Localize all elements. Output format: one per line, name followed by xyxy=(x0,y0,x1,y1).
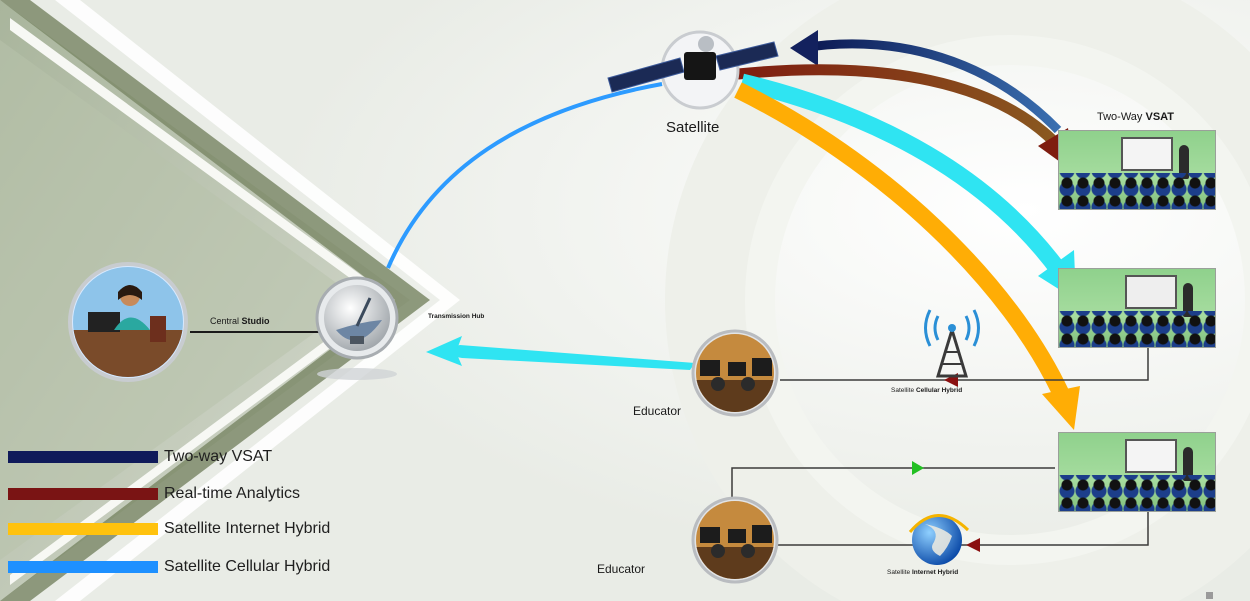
legend-label: Satellite Cellular Hybrid xyxy=(164,558,331,575)
transmission-hub-dish-icon xyxy=(315,276,399,380)
educator-1-label: Educator xyxy=(633,404,682,418)
cell-tower-icon xyxy=(924,309,980,378)
educator-2-label: Educator xyxy=(597,562,646,576)
legend-item-satellite-internet-hybrid: Satellite Internet Hybrid xyxy=(8,520,331,537)
bg-arc xyxy=(665,0,1250,601)
two-way-vsat-label: Two-Way VSAT xyxy=(1097,111,1174,123)
hub-to-satellite-arc xyxy=(386,82,663,269)
globe-icon xyxy=(908,514,970,565)
classroom-teacher xyxy=(1179,145,1189,179)
class3-to-educator2-line xyxy=(778,498,1149,546)
legend-item-real-time-analytics: Real-time Analytics xyxy=(8,485,301,502)
classroom-teacher xyxy=(1183,283,1193,317)
two-way-vsat-prefix: Two-Way xyxy=(1097,111,1146,123)
educator-2-icon xyxy=(691,496,779,584)
educator1-to-tower-line xyxy=(780,344,1149,381)
green-marker-icon xyxy=(912,461,924,475)
central-studio-label: Central Studio xyxy=(210,316,270,326)
legend-swatch xyxy=(8,451,158,463)
educator-1-icon xyxy=(691,329,779,417)
classroom-board xyxy=(1125,439,1177,473)
transmission-hub-label: Transmission Hub xyxy=(428,313,485,320)
educator2-to-class3-line xyxy=(731,467,1055,498)
classroom-seats xyxy=(1059,173,1215,209)
classroom-1-panel xyxy=(1058,130,1216,210)
satellite-cellular-hybrid-label: Satellite Cellular Hybrid xyxy=(891,387,962,394)
legend-item-satellite-cellular-hybrid: Satellite Cellular Hybrid xyxy=(8,558,331,575)
classroom-board xyxy=(1125,275,1177,309)
classroom-seats xyxy=(1059,475,1215,511)
legend-label: Two-way VSAT xyxy=(164,448,273,465)
legend-swatch xyxy=(8,561,158,573)
classroom-board xyxy=(1121,137,1173,171)
legend-label: Satellite Internet Hybrid xyxy=(164,520,331,537)
internet-hybrid-bold: Internet Hybrid xyxy=(911,569,959,576)
central-studio-bold: Studio xyxy=(241,316,270,326)
legend-label: Real-time Analytics xyxy=(164,485,301,502)
corner-marker xyxy=(1206,592,1213,599)
satellite-icon xyxy=(607,30,779,110)
classroom-2-panel xyxy=(1058,268,1216,348)
orange-arrow xyxy=(734,82,1080,430)
educator-to-hub-arrow xyxy=(426,336,695,370)
studio-presenter-icon xyxy=(68,262,188,382)
cellular-hybrid-bold: Cellular Hybrid xyxy=(915,387,963,394)
classroom-seats xyxy=(1059,311,1215,347)
two-way-vsat-bold: VSAT xyxy=(1145,111,1175,123)
satellite-internet-hybrid-label: Satellite Internet Hybrid xyxy=(887,569,958,576)
internet-hybrid-prefix: Satellite xyxy=(887,569,912,576)
cellular-hybrid-prefix: Satellite xyxy=(891,387,916,394)
central-studio-prefix: Central xyxy=(210,316,242,326)
legend-swatch xyxy=(8,488,158,500)
legend-swatch xyxy=(8,523,158,535)
legend-item-two-way-vsat: Two-way VSAT xyxy=(8,448,273,465)
classroom-teacher xyxy=(1183,447,1193,481)
satellite-label: Satellite xyxy=(666,119,720,136)
navy-arrow xyxy=(790,30,1062,134)
classroom-3-panel xyxy=(1058,432,1216,512)
red-marker-icon-internet xyxy=(966,538,980,552)
